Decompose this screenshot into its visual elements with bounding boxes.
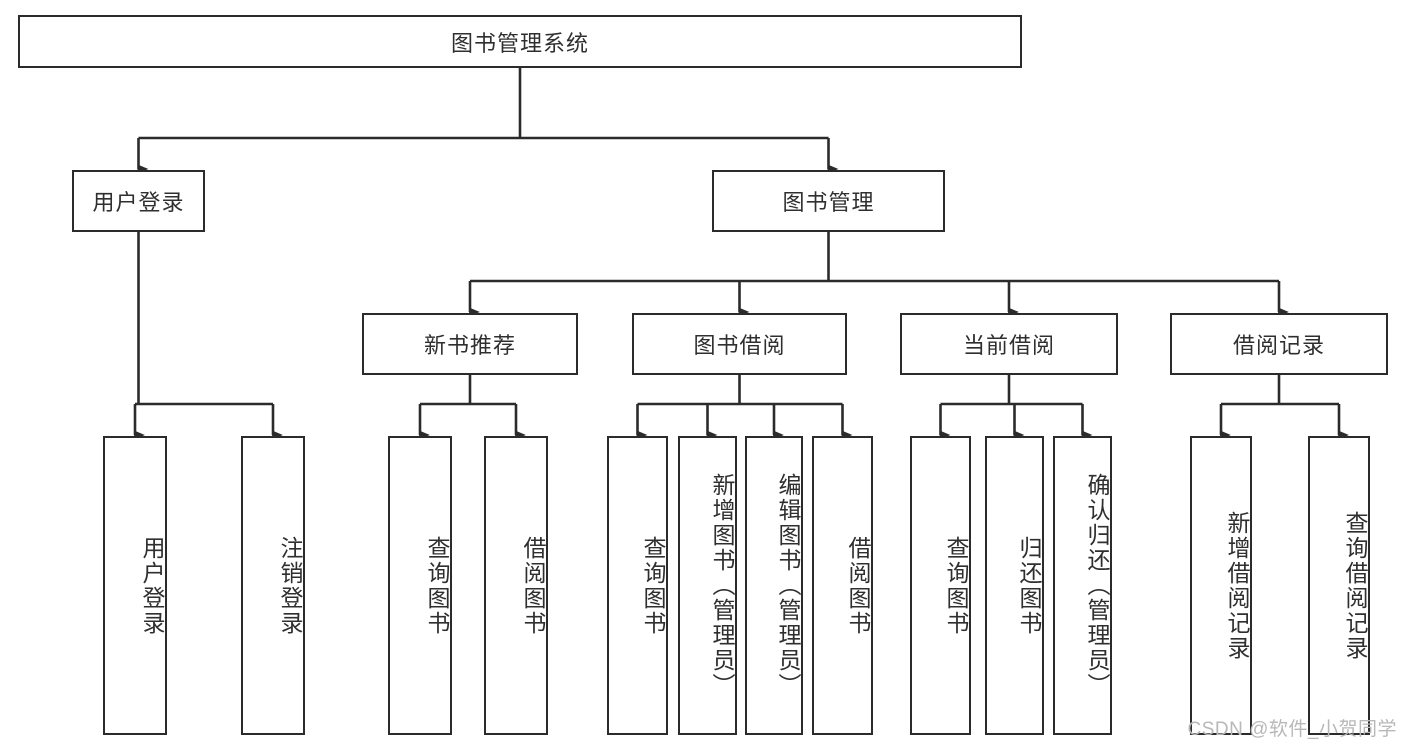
node-new-book-recommend[interactable]: 新书推荐 xyxy=(362,313,578,375)
node-current-borrow[interactable]: 当前借阅 xyxy=(900,313,1118,375)
leaf-add-borrow-record[interactable]: 新增借阅记录 xyxy=(1190,436,1252,735)
node-label: 归还图书 xyxy=(1016,535,1042,636)
leaf-confirm-return-admin[interactable]: 确认归还（管理员） xyxy=(1053,436,1112,735)
node-label: 新书推荐 xyxy=(423,333,516,358)
node-borrow-record[interactable]: 借阅记录 xyxy=(1170,313,1388,375)
leaf-user-login[interactable]: 用户登录 xyxy=(103,436,167,735)
node-label: 借阅图书 xyxy=(520,535,546,636)
leaf-return-book[interactable]: 归还图书 xyxy=(985,436,1044,735)
node-label: 查询借阅记录 xyxy=(1342,510,1368,661)
node-label: 图书管理系统 xyxy=(450,30,589,56)
leaf-query-borrow-record[interactable]: 查询借阅记录 xyxy=(1308,436,1370,735)
node-label: 当前借阅 xyxy=(962,333,1055,358)
leaf-borrow-book-recommend[interactable]: 借阅图书 xyxy=(484,436,548,735)
node-label: 借阅记录 xyxy=(1232,333,1325,358)
leaf-query-book-recommend[interactable]: 查询图书 xyxy=(388,436,452,735)
leaf-edit-book-admin[interactable]: 编辑图书（管理员） xyxy=(745,436,803,735)
leaf-borrow-book[interactable]: 借阅图书 xyxy=(812,436,873,735)
node-label: 查询图书 xyxy=(640,535,666,636)
node-root-system[interactable]: 图书管理系统 xyxy=(18,15,1022,68)
node-book-borrow[interactable]: 图书借阅 xyxy=(632,313,847,375)
node-label: 查询图书 xyxy=(424,535,450,636)
node-label: 注销登录 xyxy=(277,535,303,636)
leaf-query-book-current[interactable]: 查询图书 xyxy=(910,436,971,735)
node-label: 新增借阅记录 xyxy=(1224,510,1250,661)
node-book-management[interactable]: 图书管理 xyxy=(712,170,945,232)
node-label: 用户登录 xyxy=(92,190,185,215)
leaf-add-book-admin[interactable]: 新增图书（管理员） xyxy=(678,436,737,735)
leaf-user-logout[interactable]: 注销登录 xyxy=(241,436,305,735)
node-label: 编辑图书（管理员） xyxy=(775,473,801,698)
node-label: 查询图书 xyxy=(943,535,969,636)
node-user-login[interactable]: 用户登录 xyxy=(72,170,205,232)
node-label: 借阅图书 xyxy=(845,535,871,636)
node-label: 图书借阅 xyxy=(693,333,786,358)
node-label: 图书管理 xyxy=(782,190,875,215)
node-label: 新增图书（管理员） xyxy=(709,473,735,698)
leaf-query-book[interactable]: 查询图书 xyxy=(607,436,668,735)
node-label: 用户登录 xyxy=(139,535,165,636)
node-label: 确认归还（管理员） xyxy=(1084,473,1110,698)
